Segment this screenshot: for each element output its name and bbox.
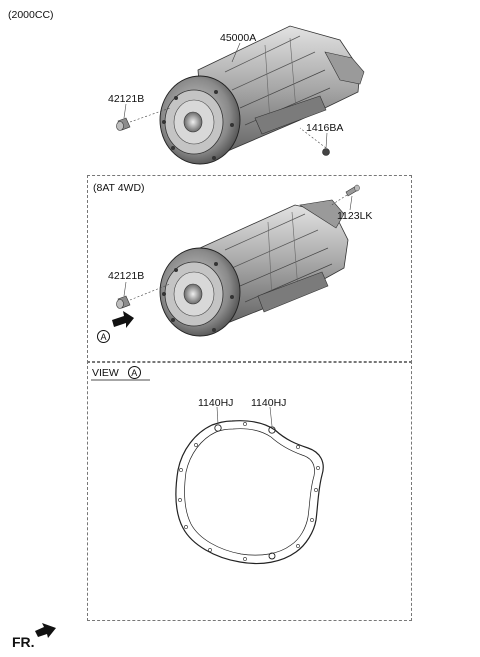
view-a-arrow-icon xyxy=(112,311,134,328)
part-number-1416ba[interactable]: 1416BA xyxy=(306,122,344,134)
variant-label: (2000CC) xyxy=(8,9,54,21)
section-box-view-a xyxy=(87,361,412,621)
section-box-8at-4wd xyxy=(87,175,412,363)
bell-housing-gasket-outline xyxy=(175,406,324,565)
part-number-1123lk[interactable]: 1123LK xyxy=(337,210,373,222)
plug-1416ba xyxy=(299,127,330,156)
front-direction-arrow-icon xyxy=(35,623,56,638)
part-number-45000a[interactable]: 45000A xyxy=(220,32,257,44)
bolt-42121b-top xyxy=(116,103,171,131)
part-number-42121b-4wd[interactable]: 42121B xyxy=(108,270,145,282)
section-title-8at-4wd: (8AT 4WD) xyxy=(93,182,145,194)
view-title-marker: A xyxy=(127,366,141,379)
view-title: VIEW A xyxy=(92,366,141,379)
view-title-text: VIEW xyxy=(92,367,119,379)
part-number-1140hj-right[interactable]: 1140HJ xyxy=(251,397,287,409)
view-marker-a: A xyxy=(97,330,110,343)
part-number-1140hj-left[interactable]: 1140HJ xyxy=(198,397,234,409)
transmission-assembly-top xyxy=(159,25,365,165)
view-marker-a-circle: A xyxy=(97,330,110,343)
bolt-1123lk xyxy=(329,184,360,211)
part-number-42121b-top[interactable]: 42121B xyxy=(108,93,145,105)
front-direction-label: FR. xyxy=(12,634,35,650)
leader-45000a xyxy=(231,42,241,63)
bolt-42121b-4wd xyxy=(116,281,171,309)
transmission-assembly-8at-4wd xyxy=(159,199,349,337)
